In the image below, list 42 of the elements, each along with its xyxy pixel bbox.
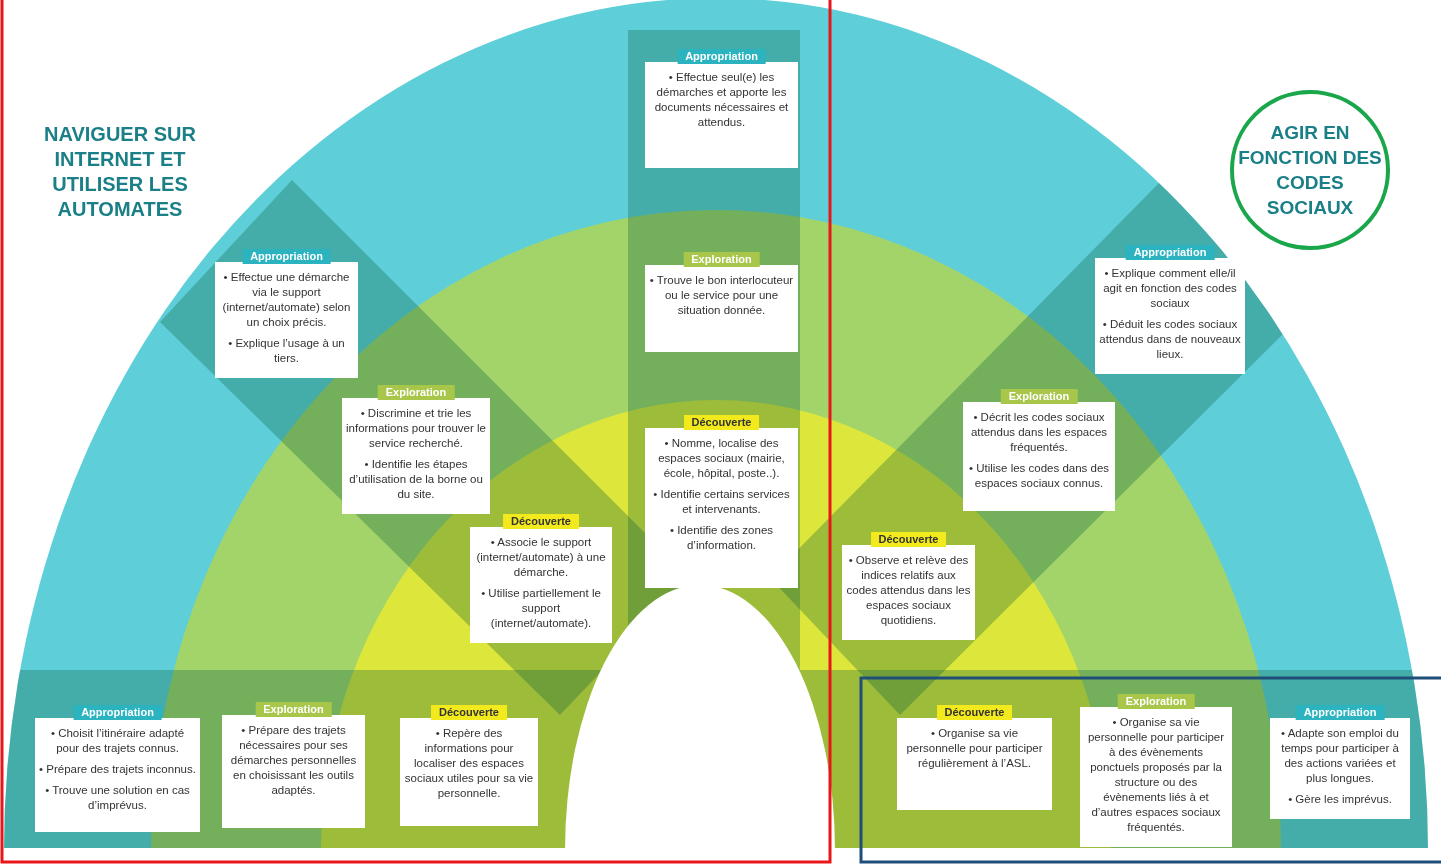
- bullet-text: • Organise sa vie personnelle pour participer à des évènements ponctuels proposés par la structure ou des évènements liés à et d’autres espaces sociaux fréquentés.: [1086, 715, 1226, 835]
- bullet-text: • Effectue une démarche via le support (internet/automate) selon un choix précis.: [221, 270, 352, 330]
- section-title: NAVIGUER SUR INTERNET ET UTILISER LES AUTOMATES: [43, 122, 197, 222]
- bullet-text: • Prépare des trajets nécessaires pour ses démarches personnelles en choisissant les outils adaptés.: [229, 723, 358, 798]
- stage-tab: Appropriation: [73, 705, 162, 720]
- bullet-text: • Identifie certains services et intervenants.: [652, 487, 791, 517]
- bullet-text: • Effectue seul(e) les démarches et apporte les documents nécessaires et attendus.: [653, 70, 790, 130]
- bullet-text: • Adapte son emploi du temps pour participer à des actions variées et plus longues.: [1280, 726, 1400, 786]
- stage-tab: Appropriation: [677, 49, 766, 64]
- stage-tab: Appropriation: [1125, 245, 1215, 260]
- stage-tab: Découverte: [683, 415, 760, 430]
- bullet-text: • Repère des informations pour localiser des espaces sociaux utiles pour sa vie personnelle.: [404, 726, 534, 801]
- bullet-text: • Gère les imprévus.: [1287, 792, 1393, 807]
- stage-tab: Appropriation: [242, 249, 331, 264]
- bullet-text: • Identifie les étapes d’utilisation de la borne ou du site.: [348, 457, 484, 502]
- bullet-text: • Trouve une solution en cas d’imprévus.: [44, 783, 191, 813]
- bullet-text: • Associe le support (internet/automate) à une démarche.: [475, 535, 607, 580]
- bullet-text: • Trouve le bon interlocuteur ou le service pour une situation donnée.: [649, 273, 794, 318]
- circled-title: AGIR EN FONCTION DES CODES SOCIAUX: [1230, 90, 1390, 250]
- stage-tab: Exploration: [1000, 389, 1078, 404]
- stage-tab: Découverte: [870, 532, 947, 547]
- bullet-text: • Prépare des trajets inconnus.: [39, 762, 196, 777]
- bullet-text: • Choisit l’itinéraire adapté pour des trajets connus.: [49, 726, 186, 756]
- stage-tab: Exploration: [255, 702, 332, 717]
- stage-tab: Exploration: [377, 385, 455, 400]
- bullet-text: • Utilise les codes dans des espaces sociaux connus.: [967, 461, 1111, 491]
- bullet-text: • Déduit les codes sociaux attendus dans de nouveaux lieux.: [1099, 317, 1241, 362]
- bullet-text: • Observe et relève des indices relatifs aux codes attendus dans les espaces sociaux quotidiens.: [846, 553, 971, 628]
- bullet-text: • Identifie des zones d’information.: [668, 523, 775, 553]
- stage-tab: Découverte: [431, 705, 507, 720]
- bullet-text: • Explique l’usage à un tiers.: [227, 336, 346, 366]
- bullet-text: • Nomme, localise des espaces sociaux (mairie, école, hôpital, poste..).: [657, 436, 786, 481]
- stage-tab: Découverte: [936, 705, 1013, 720]
- bullet-text: • Explique comment elle/il agit en fonction des codes sociaux: [1102, 266, 1238, 311]
- stage-tab: Exploration: [683, 252, 760, 267]
- stage-tab: Découverte: [503, 514, 579, 529]
- stage-tab: Appropriation: [1295, 705, 1385, 720]
- bullet-text: • Organise sa vie personnelle pour participer régulièrement à l’ASL.: [905, 726, 1044, 771]
- bullet-text: • Utilise partiellement le support (internet/automate).: [480, 586, 602, 631]
- bullet-text: • Discrimine et trie les informations pour trouver le service recherché.: [346, 406, 486, 451]
- stage-tab: Exploration: [1117, 694, 1195, 709]
- bullet-text: • Décrit les codes sociaux attendus dans les espaces fréquentés.: [969, 410, 1109, 455]
